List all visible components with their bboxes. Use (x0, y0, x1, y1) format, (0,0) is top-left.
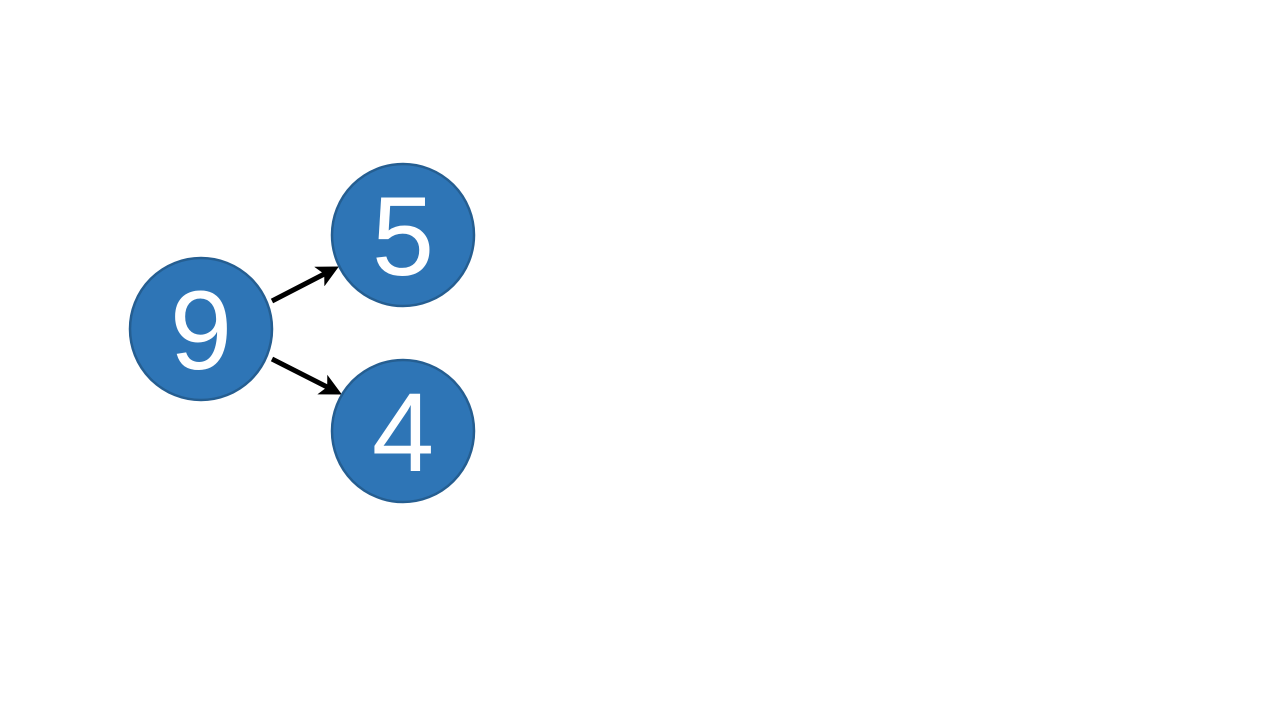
node-label-child-bottom: 4 (372, 370, 434, 495)
tree-node-root: 9 (128, 256, 274, 402)
node-circle-root (128, 256, 274, 402)
node-circle-child-bottom (330, 358, 476, 504)
node-label-root: 9 (170, 268, 232, 393)
edge-arrow-root-to-child-bottom (270, 356, 342, 395)
edges-layer (270, 266, 342, 395)
edge-arrow-root-to-child-top (270, 266, 339, 304)
node-circle-child-top (330, 162, 476, 308)
tree-node-child-top: 5 (330, 162, 476, 308)
nodes-layer: 9 5 4 (128, 162, 476, 504)
node-label-child-top: 5 (372, 174, 434, 299)
tree-node-child-bottom: 4 (330, 358, 476, 504)
